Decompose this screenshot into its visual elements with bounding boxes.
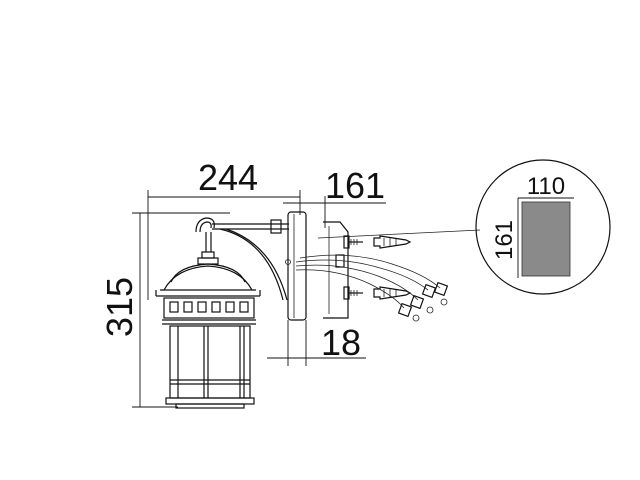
bracket-depth-label: 161 xyxy=(325,165,385,206)
screws-and-anchors xyxy=(343,235,412,300)
lantern-band-squares xyxy=(169,301,249,313)
screw-lower xyxy=(343,286,363,300)
anchor-upper xyxy=(373,235,412,249)
plate-thickness-dimension: 18 xyxy=(267,320,366,366)
bracket-depth-dimension: 161 xyxy=(283,165,386,228)
wire-connectors xyxy=(397,281,449,322)
detail-view: 110 161 xyxy=(475,159,611,295)
height-dimension: 315 xyxy=(99,212,230,408)
wall-bracket xyxy=(195,217,289,301)
width-dimension: 244 xyxy=(147,157,301,300)
width-label: 244 xyxy=(198,157,258,198)
anchor-lower xyxy=(373,286,412,300)
detail-wall-plate xyxy=(521,201,571,277)
detail-leader-line xyxy=(317,229,481,239)
wall-plate xyxy=(285,211,307,321)
plate-thickness-label: 18 xyxy=(321,322,361,363)
detail-width-label: 110 xyxy=(527,173,565,200)
height-label: 315 xyxy=(99,277,140,337)
lantern xyxy=(155,251,261,409)
detail-height-label: 161 xyxy=(491,220,518,260)
screw-upper xyxy=(343,235,363,249)
wiring xyxy=(295,254,449,322)
